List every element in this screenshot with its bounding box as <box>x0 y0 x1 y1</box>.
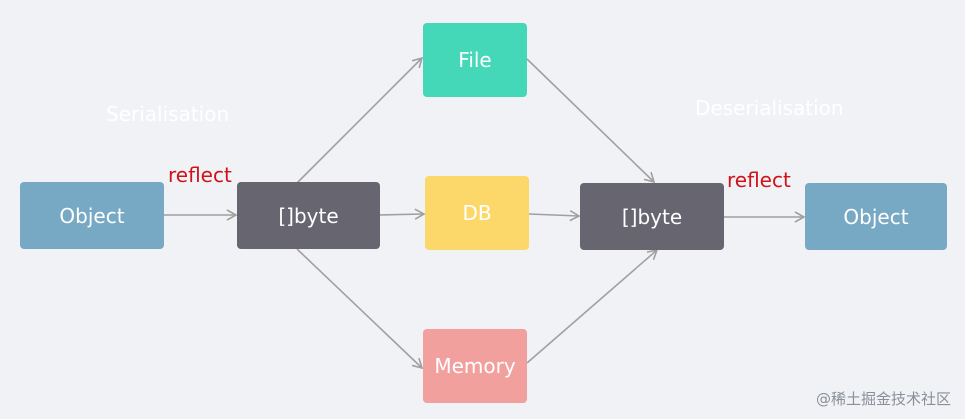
byte-node-left: []byte <box>237 182 380 249</box>
arrow-db-to-byte <box>528 209 581 222</box>
watermark-text: @稀土掘金技术社区 <box>815 390 951 408</box>
arrow-memory-to-byte <box>526 248 659 364</box>
deserialisation-heading: Deserialisation <box>695 96 844 120</box>
arrow-file-to-byte <box>526 58 656 184</box>
serialisation-heading: Serialisation <box>106 102 230 126</box>
byte-node-right: []byte <box>580 183 724 250</box>
reflect-label-right: reflect <box>727 168 791 192</box>
arrow-byte-to-memory <box>296 248 424 370</box>
arrow-byte-to-file <box>296 56 424 184</box>
db-node: DB <box>425 176 529 250</box>
arrow-byte-to-db <box>379 208 426 220</box>
file-node: File <box>423 23 527 97</box>
memory-node: Memory <box>423 329 527 403</box>
object-node-left: Object <box>20 182 164 249</box>
reflect-label-left: reflect <box>168 163 232 187</box>
object-node-right: Object <box>805 183 947 250</box>
